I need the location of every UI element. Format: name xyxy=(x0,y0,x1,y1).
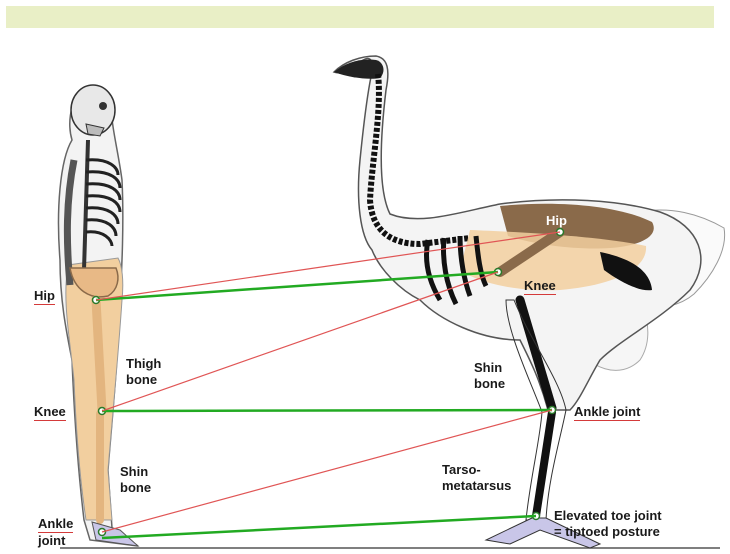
green-line-knee-ankle xyxy=(102,410,552,411)
tarsometatarsus-label-line1: Tarso- xyxy=(442,462,511,478)
human-ankle-label-line2: joint xyxy=(38,533,73,549)
bird-shin-label: Shin bone xyxy=(474,360,505,392)
toe-joint-label: Elevated toe joint = tiptoed posture xyxy=(554,508,662,540)
toe-joint-label-line1: Elevated toe joint xyxy=(554,508,662,524)
tarsometatarsus-label: Tarso- metatarsus xyxy=(442,462,511,494)
human-hip-label: Hip xyxy=(34,288,55,305)
ostrich-figure xyxy=(334,56,725,548)
human-shin-label: Shin bone xyxy=(120,464,151,496)
thigh-bone-label-line2: bone xyxy=(126,372,161,388)
toe-joint-label-line2: = tiptoed posture xyxy=(554,524,662,540)
human-shin-label-line1: Shin xyxy=(120,464,151,480)
bird-knee-label: Knee xyxy=(524,278,556,295)
human-shin-label-line2: bone xyxy=(120,480,151,496)
human-knee-label: Knee xyxy=(34,404,66,421)
human-ankle-label: Ankle joint xyxy=(38,516,73,549)
bird-shin-label-line1: Shin xyxy=(474,360,505,376)
human-thigh-bone xyxy=(96,300,102,410)
human-ankle-label-line1: Ankle xyxy=(38,516,73,533)
tarsometatarsus-label-line2: metatarsus xyxy=(442,478,511,494)
thigh-bone-label: Thigh bone xyxy=(126,356,161,388)
green-line-ankle-toe xyxy=(102,516,536,538)
red-line-knee-knee xyxy=(102,272,498,411)
ostrich-tarsometatarsus xyxy=(536,412,552,516)
thigh-bone-label-line1: Thigh xyxy=(126,356,161,372)
bird-hip-label: Hip xyxy=(546,213,567,229)
bird-shin-label-line2: bone xyxy=(474,376,505,392)
bird-ankle-label: Ankle joint xyxy=(574,404,640,421)
